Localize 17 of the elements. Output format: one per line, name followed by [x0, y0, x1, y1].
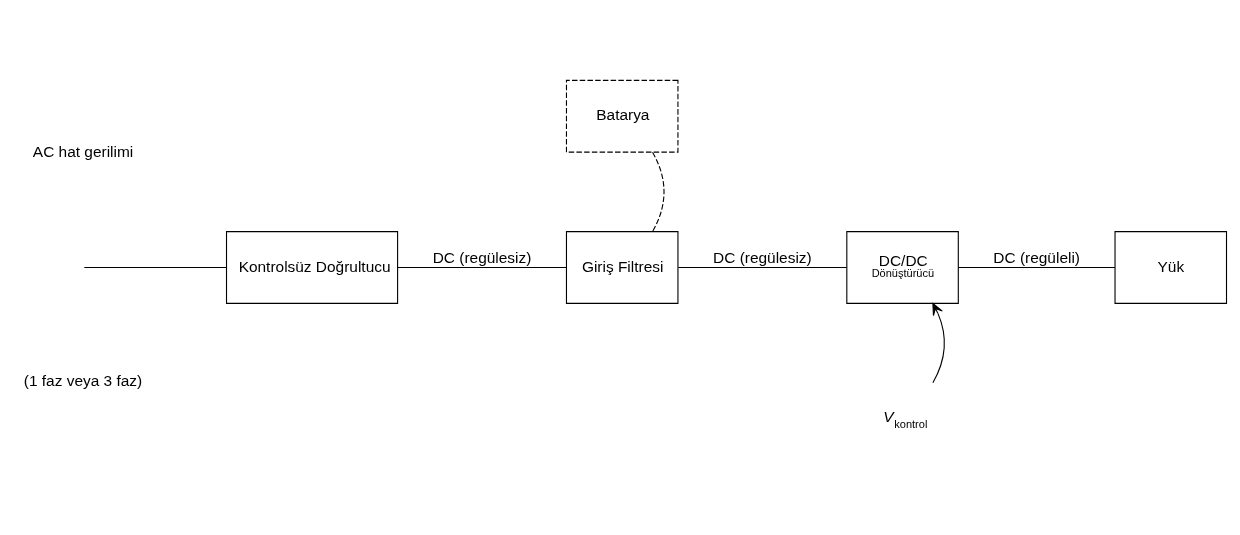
- node-box: Batarya: [565, 79, 679, 153]
- connector: [677, 266, 848, 269]
- node-box: DC/DC Dönüştürücü: [846, 231, 959, 304]
- node-box: Giriş Filtresi: [565, 231, 679, 304]
- edge-label: DC (regüleli): [993, 249, 1080, 267]
- label: AC hat gerilimi: [32, 142, 134, 160]
- edge-label: DC (regülesiz): [713, 249, 812, 267]
- connector: [957, 266, 1116, 269]
- node-text: V$_{kontrol}$: [883, 407, 928, 430]
- arrow: [932, 302, 945, 384]
- label: (1 faz veya 3 faz): [23, 372, 143, 390]
- connector: [83, 266, 227, 269]
- node-box: Yük: [1114, 231, 1228, 304]
- connector: [397, 266, 567, 269]
- edge-label: DC (regülesiz): [432, 249, 532, 267]
- node-box: Kontrolsüz Doğrultucu: [225, 231, 399, 304]
- connector: [652, 151, 665, 232]
